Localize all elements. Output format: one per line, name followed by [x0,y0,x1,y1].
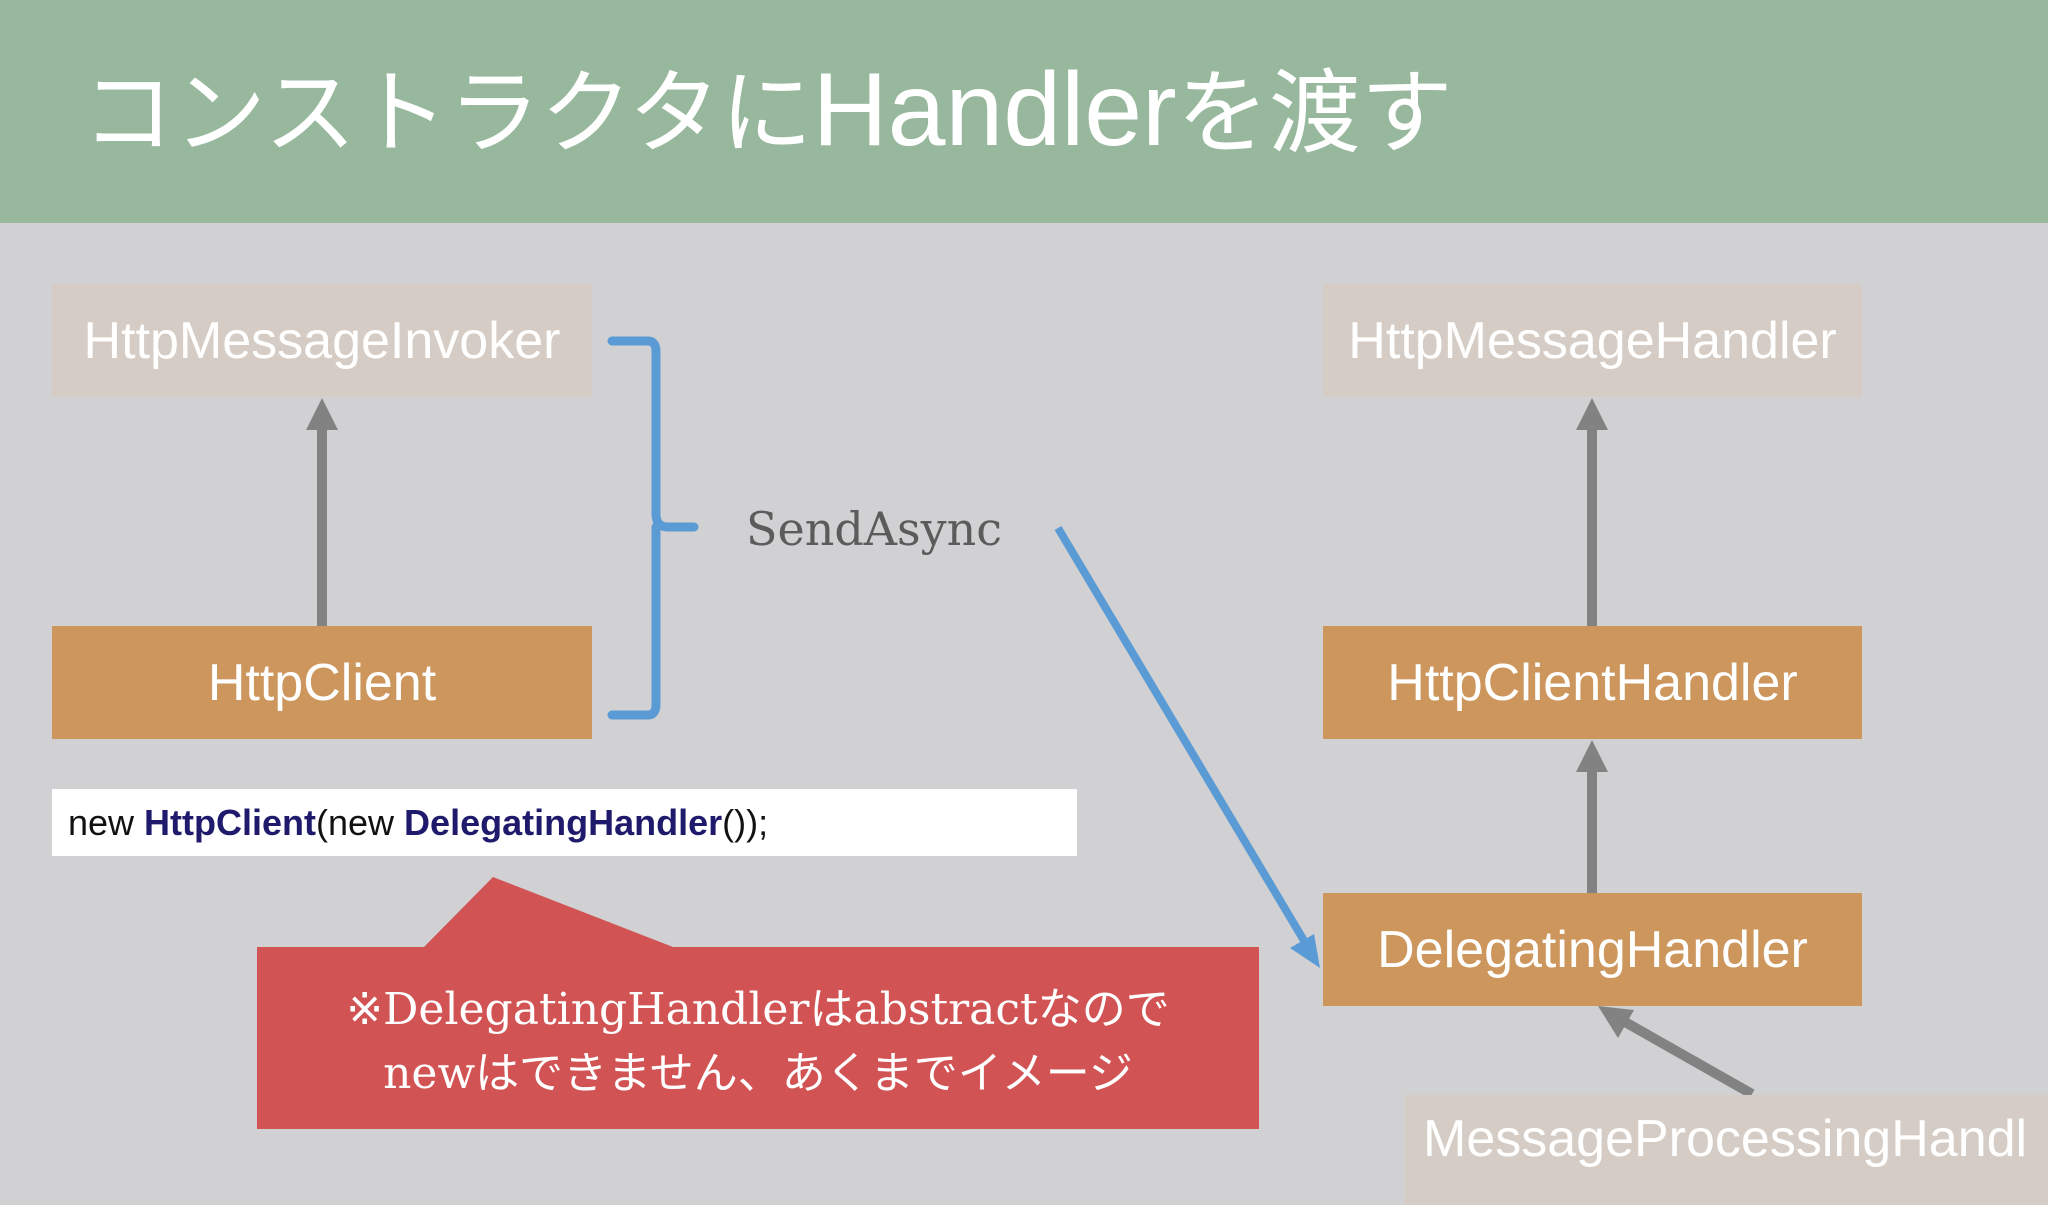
right-arrowhead-3 [1598,1006,1634,1038]
message-processing-handler-box: MessageProcessingHandl [1405,1095,2048,1205]
title-part-1: コンストラクタに [82,60,813,167]
callout-line-2: newはできません、あくまでイメージ [383,1048,1133,1099]
code-type-delegatinghandler: DelegatingHandler [404,801,723,843]
http-client-label: HttpClient [207,653,437,712]
blue-arrowhead [1290,934,1320,968]
right-arrowhead-2 [1576,740,1608,772]
code-snippet: new HttpClient(new DelegatingHandler()); [52,789,1077,856]
code-inner-new: (new [316,801,405,843]
callout-line-1: ※DelegatingHandlerはabstractなので [346,984,1170,1035]
http-client-box: HttpClient [52,626,592,739]
slide-title: コンストラクタにHandlerを渡す [82,50,1453,170]
http-message-handler-label: HttpMessageHandler [1348,311,1837,370]
right-inheritance-arrow-3 [1622,1017,1755,1099]
code-new-keyword: new [68,801,145,843]
callout-note: ※DelegatingHandlerはabstractなので newはできません… [257,978,1259,1128]
message-processing-handler-label: MessageProcessingHandl [1423,1110,2028,1168]
http-message-handler-box: HttpMessageHandler [1323,284,1862,397]
http-message-invoker-box: HttpMessageInvoker [52,284,592,397]
title-bar: コンストラクタにHandlerを渡す [0,0,2048,223]
left-arrowhead [306,398,338,430]
http-client-handler-label: HttpClientHandler [1387,653,1798,712]
diagram-connectors [257,336,1755,1129]
send-async-label: SendAsync [746,502,1003,556]
code-tail: ()); [722,801,769,843]
callout-shape [257,877,1259,1129]
right-arrowhead-1 [1576,398,1608,430]
delegating-handler-box: DelegatingHandler [1323,893,1862,1006]
brace [607,336,699,720]
http-client-handler-box: HttpClientHandler [1323,626,1862,739]
title-part-3: を渡す [1176,60,1453,167]
code-type-httpclient: HttpClient [144,801,317,843]
http-message-invoker-label: HttpMessageInvoker [83,311,561,370]
title-part-2: Handler [812,52,1177,168]
blue-flow-arrow [1054,525,1310,947]
delegating-handler-label: DelegatingHandler [1377,920,1808,979]
